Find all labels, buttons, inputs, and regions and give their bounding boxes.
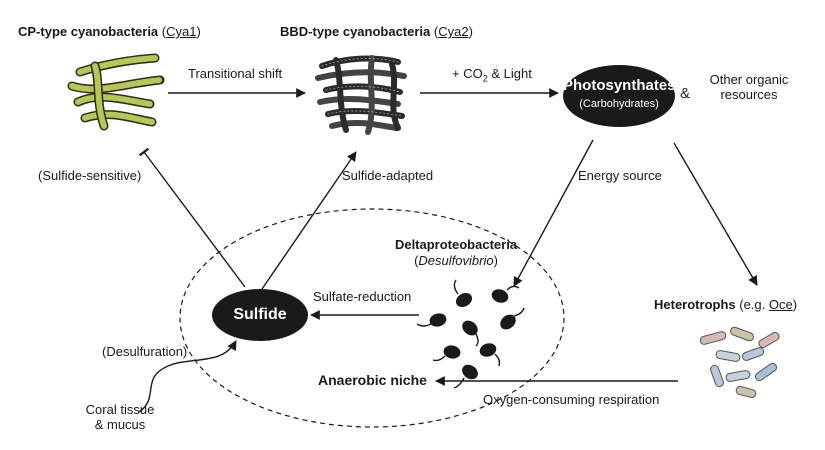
delta-open-paren: ( — [414, 253, 419, 268]
photosynthates-to-heterotrophs-arrow — [673, 142, 758, 286]
co2-light-label: + CO2 & Light — [452, 66, 532, 87]
coral-line2: & mucus — [94, 417, 146, 432]
energy-source-label: Energy source — [578, 168, 662, 183]
respiration-label: Oxygen-consuming respiration — [483, 392, 660, 407]
sulfide-node — [212, 289, 308, 341]
sulfate-reduction-label: Sulfate-reduction — [313, 289, 412, 304]
desulfuration-arrow — [138, 340, 237, 413]
bbd-open-paren: ( — [433, 24, 439, 39]
other-resources-line1: Other organic — [709, 72, 789, 87]
bbd-code: Cya2 — [438, 24, 469, 39]
sulfide-to-bbd-arrow — [261, 151, 357, 290]
co2-prefix: + CO — [452, 66, 483, 81]
delta-genus-name: Desulfovibrio — [418, 253, 494, 268]
other-resources-label: Other organic resources — [694, 72, 804, 102]
sulfide-label: Sulfide — [233, 306, 287, 323]
deltaproteobacteria-title: Deltaproteobacteria — [394, 237, 518, 252]
bbd-type-title: BBD-type cyanobacteria (Cya2) — [280, 24, 473, 40]
bbd-cyanobacteria-filaments-icon — [315, 55, 407, 135]
heterotrophs-title: Heterotrophs — [654, 297, 736, 312]
heterotroph-cells-icon — [699, 326, 780, 399]
sulfide-inhibits-cp-line — [138, 147, 246, 288]
heterotrophs-label: Heterotrophs (e.g. Oce) — [654, 297, 797, 313]
sulfide-sensitive-label: (Sulfide-sensitive) — [38, 168, 142, 183]
coral-line1: Coral tissue — [85, 402, 155, 417]
other-resources-ampersand: & — [680, 85, 691, 102]
energy-source-to-delta-arrow — [513, 139, 594, 287]
co2-subscript: 2 — [482, 73, 488, 84]
anaerobic-niche-boundary — [179, 208, 565, 428]
co2-suffix: & Light — [487, 66, 532, 81]
deltaproteobacteria-genus: (Desulfovibrio) — [383, 253, 529, 269]
cp-open-paren: ( — [161, 24, 167, 39]
desulfovibrio-cells-icon — [416, 279, 525, 389]
bbd-close-paren: ) — [468, 24, 473, 39]
other-resources-line2: resources — [720, 87, 778, 102]
photosynthates-title: Photosynthates — [563, 77, 676, 94]
hetero-code: Oce — [768, 297, 793, 312]
cp-type-title: CP-type cyanobacteria (Cya1) — [18, 24, 201, 40]
desulfuration-label: (Desulfuration) — [102, 344, 188, 359]
cp-cyanobacteria-filaments-icon — [67, 53, 165, 131]
coral-tissue-label: Coral tissue & mucus — [70, 402, 170, 432]
cp-code: Cya1 — [166, 24, 197, 39]
cp-type-title-text: CP-type cyanobacteria — [18, 24, 159, 39]
sulfide-adapted-label: Sulfide-adapted — [342, 168, 434, 183]
bbd-type-title-text: BBD-type cyanobacteria — [280, 24, 431, 39]
hetero-close: ) — [792, 297, 798, 312]
cp-close-paren: ) — [196, 24, 201, 39]
anaerobic-niche-label: Anaerobic niche — [318, 372, 427, 388]
photosynthates-node — [563, 65, 675, 127]
hetero-open: (e.g. — [735, 297, 769, 312]
photosynthates-subtitle: (Carbohydrates) — [579, 98, 659, 110]
transitional-shift-label: Transitional shift — [188, 66, 283, 81]
delta-close-paren: ) — [493, 253, 498, 268]
